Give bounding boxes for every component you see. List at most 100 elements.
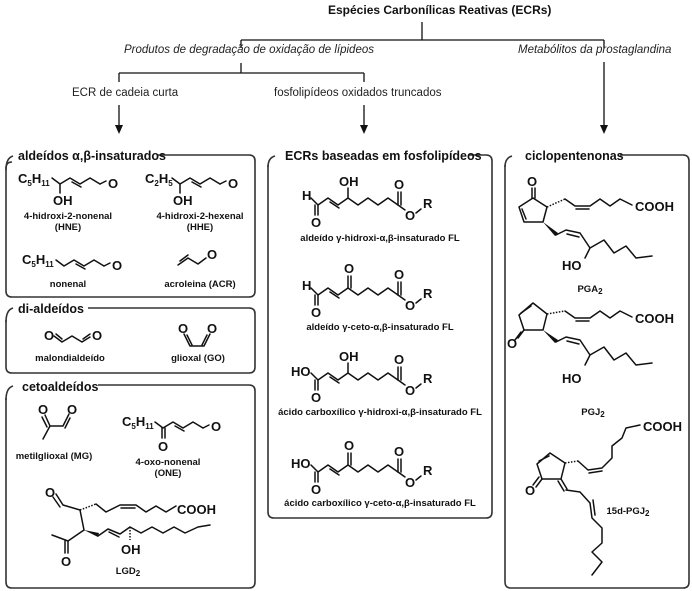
label-pgj2: PGJ2 <box>581 407 605 419</box>
svg-text:O: O <box>178 321 188 336</box>
label-pl-4: ácido carboxílico γ-ceto-α,β-insaturado … <box>284 498 476 509</box>
svg-text:O: O <box>228 176 238 191</box>
svg-text:O: O <box>344 438 354 453</box>
label-pl-1: aldeído γ-hidroxi-α,β-insaturado FL <box>300 233 460 244</box>
svg-text:COOH: COOH <box>177 502 216 517</box>
label-pl-3: ácido carboxílico γ-hidroxi-α,β-insatura… <box>278 407 482 418</box>
svg-text:OH: OH <box>173 193 193 208</box>
svg-text:O: O <box>311 390 321 405</box>
svg-text:COOH: COOH <box>643 419 682 434</box>
svg-text:O: O <box>311 482 321 497</box>
svg-text:O: O <box>405 208 415 223</box>
box-title-ketoaldehydes: cetoaldeídos <box>22 380 98 394</box>
svg-text:O: O <box>112 258 122 273</box>
svg-text:O: O <box>405 383 415 398</box>
label-one-abbr: (ONE) <box>155 468 182 479</box>
structure-hhe: C2H5 OH O 4-hidroxi-2-hexenal (HHE) <box>145 171 244 233</box>
svg-text:HO: HO <box>562 258 582 273</box>
svg-text:O: O <box>394 352 404 367</box>
diagram-title: Espécies Carbonílicas Reativas (ECRs) <box>328 3 552 17</box>
label-glyoxal: glioxal (GO) <box>171 353 225 364</box>
svg-text:R: R <box>423 371 433 386</box>
svg-text:R: R <box>423 286 433 301</box>
box-title-cyclopentenones: ciclopentenonas <box>525 149 624 163</box>
label-nonenal: nonenal <box>50 279 86 290</box>
svg-text:O: O <box>507 336 517 351</box>
svg-text:O: O <box>394 444 404 459</box>
box-dialdehydes: di-aldeídos <box>5 302 256 374</box>
structure-malondialdehyde: O O malondialdeído <box>35 328 105 364</box>
svg-text:C5H11: C5H11 <box>122 414 154 431</box>
svg-text:O: O <box>394 267 404 282</box>
svg-text:H: H <box>302 188 311 203</box>
box-phospholipid-ecrs: ECRs baseadas em fosfolipídeos <box>267 149 493 519</box>
category-lipid-oxidation: Produtos de degradação de oxidação de lí… <box>124 44 374 56</box>
category-prostaglandin: Metabólitos da prostaglandina <box>518 44 672 56</box>
svg-text:C5H11: C5H11 <box>22 252 54 269</box>
svg-text:O: O <box>38 402 48 417</box>
label-hne-abbr: (HNE) <box>55 222 81 233</box>
svg-text:O: O <box>45 485 55 500</box>
svg-text:O: O <box>405 475 415 490</box>
structure-pl-keto-acid: HO O O O O R ácido carboxílico γ-ceto-α,… <box>284 438 476 509</box>
arrow-truncated <box>360 105 368 134</box>
svg-text:OH: OH <box>121 542 141 557</box>
structure-lgd2: O O COOH OH LGD2 <box>45 485 216 578</box>
label-malondialdehyde: malondialdeído <box>35 353 105 364</box>
label-hhe: 4-hidroxi-2-hexenal <box>156 211 243 222</box>
svg-text:R: R <box>423 196 433 211</box>
svg-text:COOH: COOH <box>635 311 674 326</box>
label-15d-pgj2: 15d-PGJ2 <box>607 506 651 518</box>
svg-text:O: O <box>61 554 71 569</box>
svg-text:COOH: COOH <box>635 199 674 214</box>
svg-text:O: O <box>67 402 77 417</box>
structure-one: C5H11 O O 4-oxo-nonenal (ONE) <box>122 414 221 479</box>
label-pl-2: aldeído γ-ceto-α,β-insaturado FL <box>306 322 453 333</box>
structure-pl-hydroxy-aldehyde: H O OH O O R aldeído γ-hidroxi-α,β-insat… <box>300 174 460 244</box>
label-hhe-abbr: (HHE) <box>187 222 213 233</box>
arrow-short-chain <box>115 105 123 134</box>
svg-text:O: O <box>527 174 537 189</box>
hierarchy-connectors <box>118 22 605 82</box>
box-ketoaldehydes: cetoaldeídos <box>5 380 256 589</box>
svg-text:O: O <box>394 177 404 192</box>
structure-pga2: O COOH HO PGA2 <box>518 174 674 296</box>
svg-text:O: O <box>211 419 221 434</box>
svg-text:O: O <box>311 305 321 320</box>
subcategory-truncated: fosfolipídeos oxidados truncados <box>274 87 442 99</box>
svg-text:HO: HO <box>562 371 582 386</box>
structure-acrolein: O acroleina (ACR) <box>164 247 235 290</box>
svg-text:H: H <box>302 278 311 293</box>
structure-hne: C5H11 OH O 4-hidroxi-2-nonenal (HNE) <box>18 171 118 233</box>
svg-text:OH: OH <box>53 193 73 208</box>
structure-pgj2: O COOH HO PGJ2 <box>507 302 674 419</box>
box-title-dialdehydes: di-aldeídos <box>18 302 84 316</box>
structure-15d-pgj2: O COOH 15d-PGJ2 <box>525 419 682 576</box>
svg-text:O: O <box>92 328 102 343</box>
svg-text:OH: OH <box>339 349 359 364</box>
svg-text:C5H11: C5H11 <box>18 171 50 188</box>
structure-pl-keto-aldehyde: H O O O O R aldeído γ-ceto-α,β-insaturad… <box>302 261 454 333</box>
svg-text:O: O <box>344 261 354 276</box>
label-methylglyoxal: metilglioxal (MG) <box>16 451 93 462</box>
box-cyclopentenones: ciclopentenonas <box>504 149 690 589</box>
svg-text:O: O <box>207 247 217 262</box>
label-one: 4-oxo-nonenal <box>136 457 201 468</box>
label-pga2: PGA2 <box>577 284 603 296</box>
label-lgd2: LGD2 <box>116 566 141 578</box>
structure-pl-hydroxy-acid: HO O OH O O R ácido carboxílico γ-hidrox… <box>278 349 482 418</box>
svg-text:HO: HO <box>291 364 311 379</box>
svg-text:O: O <box>525 483 535 498</box>
svg-text:O: O <box>405 298 415 313</box>
box-unsaturated-aldehydes: aldeídos α,β-insaturados <box>5 149 256 298</box>
box-title-unsaturated: aldeídos α,β-insaturados <box>18 149 166 163</box>
structure-glyoxal: O O glioxal (GO) <box>171 321 225 364</box>
svg-text:R: R <box>423 463 433 478</box>
box-title-phospholipid: ECRs baseadas em fosfolipídeos <box>285 149 482 163</box>
label-hne: 4-hidroxi-2-nonenal <box>24 211 112 222</box>
structure-methylglyoxal: O O metilglioxal (MG) <box>16 402 93 462</box>
svg-text:O: O <box>108 176 118 191</box>
svg-text:O: O <box>207 321 217 336</box>
svg-text:O: O <box>44 328 54 343</box>
